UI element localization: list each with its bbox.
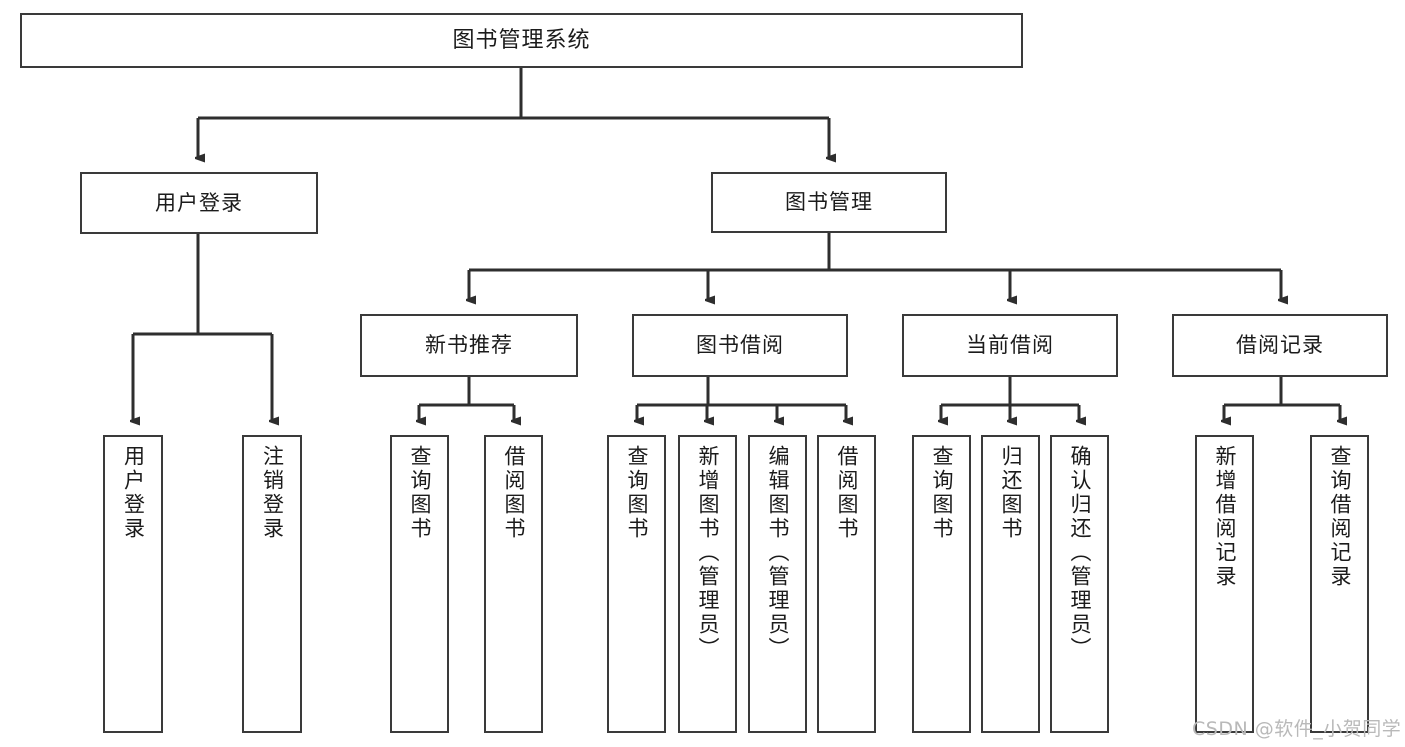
node-label: 新增借阅记录	[1213, 445, 1237, 589]
leaf-book-borrow-add[interactable]: 新增图书（管理员）	[678, 435, 737, 733]
node-new-book-recommend[interactable]: 新书推荐	[360, 314, 578, 377]
leaf-current-borrow-return[interactable]: 归还图书	[981, 435, 1040, 733]
leaf-new-book-query[interactable]: 查询图书	[390, 435, 449, 733]
node-label: 图书管理	[785, 190, 873, 215]
leaf-book-borrow-edit[interactable]: 编辑图书（管理员）	[748, 435, 807, 733]
leaf-new-book-borrow[interactable]: 借阅图书	[484, 435, 543, 733]
node-label: 当前借阅	[966, 333, 1054, 358]
node-borrow-record[interactable]: 借阅记录	[1172, 314, 1388, 377]
leaf-current-borrow-confirm-return[interactable]: 确认归还（管理员）	[1050, 435, 1109, 733]
node-label: 用户登录	[121, 445, 146, 541]
leaf-user-login-signout[interactable]: 注销登录	[242, 435, 302, 733]
node-label: 编辑图书（管理员）	[766, 445, 790, 661]
node-label: 确认归还（管理员）	[1068, 445, 1092, 661]
leaf-current-borrow-query[interactable]: 查询图书	[912, 435, 971, 733]
node-label: 借阅图书	[835, 445, 859, 541]
node-label: 查询图书	[408, 445, 432, 541]
node-label: 借阅记录	[1236, 333, 1324, 358]
csdn-watermark: CSDN @软件_小贺同学	[1192, 718, 1402, 740]
leaf-book-borrow-lend[interactable]: 借阅图书	[817, 435, 876, 733]
node-label: 注销登录	[260, 445, 285, 541]
node-label: 新书推荐	[425, 333, 513, 358]
node-label: 新增图书（管理员）	[696, 445, 720, 661]
node-user-login[interactable]: 用户登录	[80, 172, 318, 234]
node-book-borrow[interactable]: 图书借阅	[632, 314, 848, 377]
node-label: 查询借阅记录	[1328, 445, 1352, 589]
node-label: 归还图书	[999, 445, 1023, 541]
leaf-borrow-record-add[interactable]: 新增借阅记录	[1195, 435, 1254, 733]
leaf-user-login-signin[interactable]: 用户登录	[103, 435, 163, 733]
node-label: 用户登录	[155, 190, 243, 215]
leaf-book-borrow-query[interactable]: 查询图书	[607, 435, 666, 733]
node-book-management[interactable]: 图书管理	[711, 172, 947, 233]
node-root-book-management-system[interactable]: 图书管理系统	[20, 13, 1023, 68]
leaf-borrow-record-query[interactable]: 查询借阅记录	[1310, 435, 1369, 733]
node-label: 图书管理系统	[452, 27, 591, 53]
node-label: 查询图书	[930, 445, 954, 541]
node-current-borrow[interactable]: 当前借阅	[902, 314, 1118, 377]
node-label: 查询图书	[625, 445, 649, 541]
node-label: 借阅图书	[502, 445, 526, 541]
node-label: 图书借阅	[696, 333, 784, 358]
